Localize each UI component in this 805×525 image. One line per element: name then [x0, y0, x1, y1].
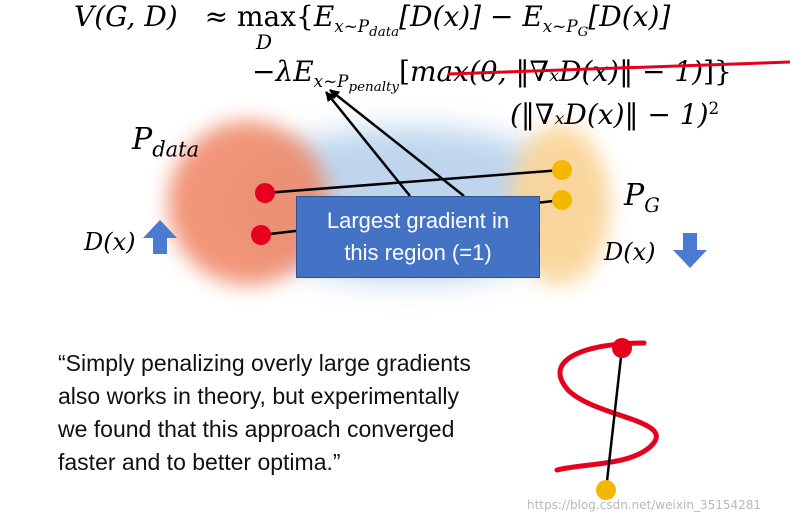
down-arrow-icon [673, 233, 707, 268]
generated-point-top [552, 160, 572, 180]
largest-gradient-box: Largest gradient in this region (=1) [296, 196, 540, 278]
up-arrow-icon [143, 220, 177, 254]
formula-lhs: V(G, D) [74, 0, 178, 33]
formula-term1: [D(x)] − [399, 0, 523, 33]
formula-e1-sub: x~P [334, 15, 370, 36]
data-point-bottom [251, 225, 271, 245]
paper-quote: “Simply penalizing overly large gradient… [58, 350, 471, 475]
s-curve-connector [604, 347, 624, 491]
strike-line [447, 60, 791, 76]
gradient-box-line-2: this region (=1) [344, 240, 492, 265]
s-curve [554, 340, 659, 473]
connector-line-top [264, 168, 563, 195]
p-g-label: PG [624, 178, 660, 217]
gradient-box-line-1: Largest gradient in [326, 208, 510, 233]
formula-bracket-close: ]} [703, 55, 732, 88]
generated-point-bottom [552, 190, 572, 210]
formula-penalty-sub: x~P [313, 70, 349, 91]
formula-e2: E [522, 0, 543, 33]
p-data-blob [168, 121, 328, 285]
formula-penalty-prefix: −λE [252, 55, 314, 88]
d-left-label: D(x) [84, 228, 136, 256]
formula-line-3: (‖∇ₓD(x)‖ − 1)2 [510, 98, 719, 131]
formula-brace-open: { [296, 0, 314, 33]
formula-penalty-subsub: penalty [348, 79, 399, 95]
formula-max-subscript: D [256, 30, 273, 54]
formula-approx-max: ≈ max [204, 0, 296, 33]
s-curve-yellow-point [596, 480, 616, 500]
formula-bracket-open: [ [399, 55, 410, 88]
pointer-arrow-left [325, 91, 411, 197]
s-curve-red-point [612, 338, 632, 358]
formula-e1-subsub: data [369, 24, 400, 40]
watermark-url: https://blog.csdn.net/weixin_35154281 [527, 498, 762, 512]
data-point-top [255, 183, 275, 203]
formula-exponent: 2 [708, 98, 720, 118]
d-right-label: D(x) [604, 238, 656, 266]
formula-e2-sub: x~P [542, 15, 578, 36]
formula-term2: [D(x)] [588, 0, 671, 33]
formula-e1: E [313, 0, 335, 33]
formula-line-1: V(G, D) ≈ max{Ex~Pdata[D(x)] − Ex~PG[D(x… [74, 0, 670, 40]
formula-e2-subsub: G [577, 24, 589, 40]
p-data-label: Pdata [132, 122, 200, 162]
formula-replacement: (‖∇ₓD(x)‖ − 1) [510, 98, 709, 132]
